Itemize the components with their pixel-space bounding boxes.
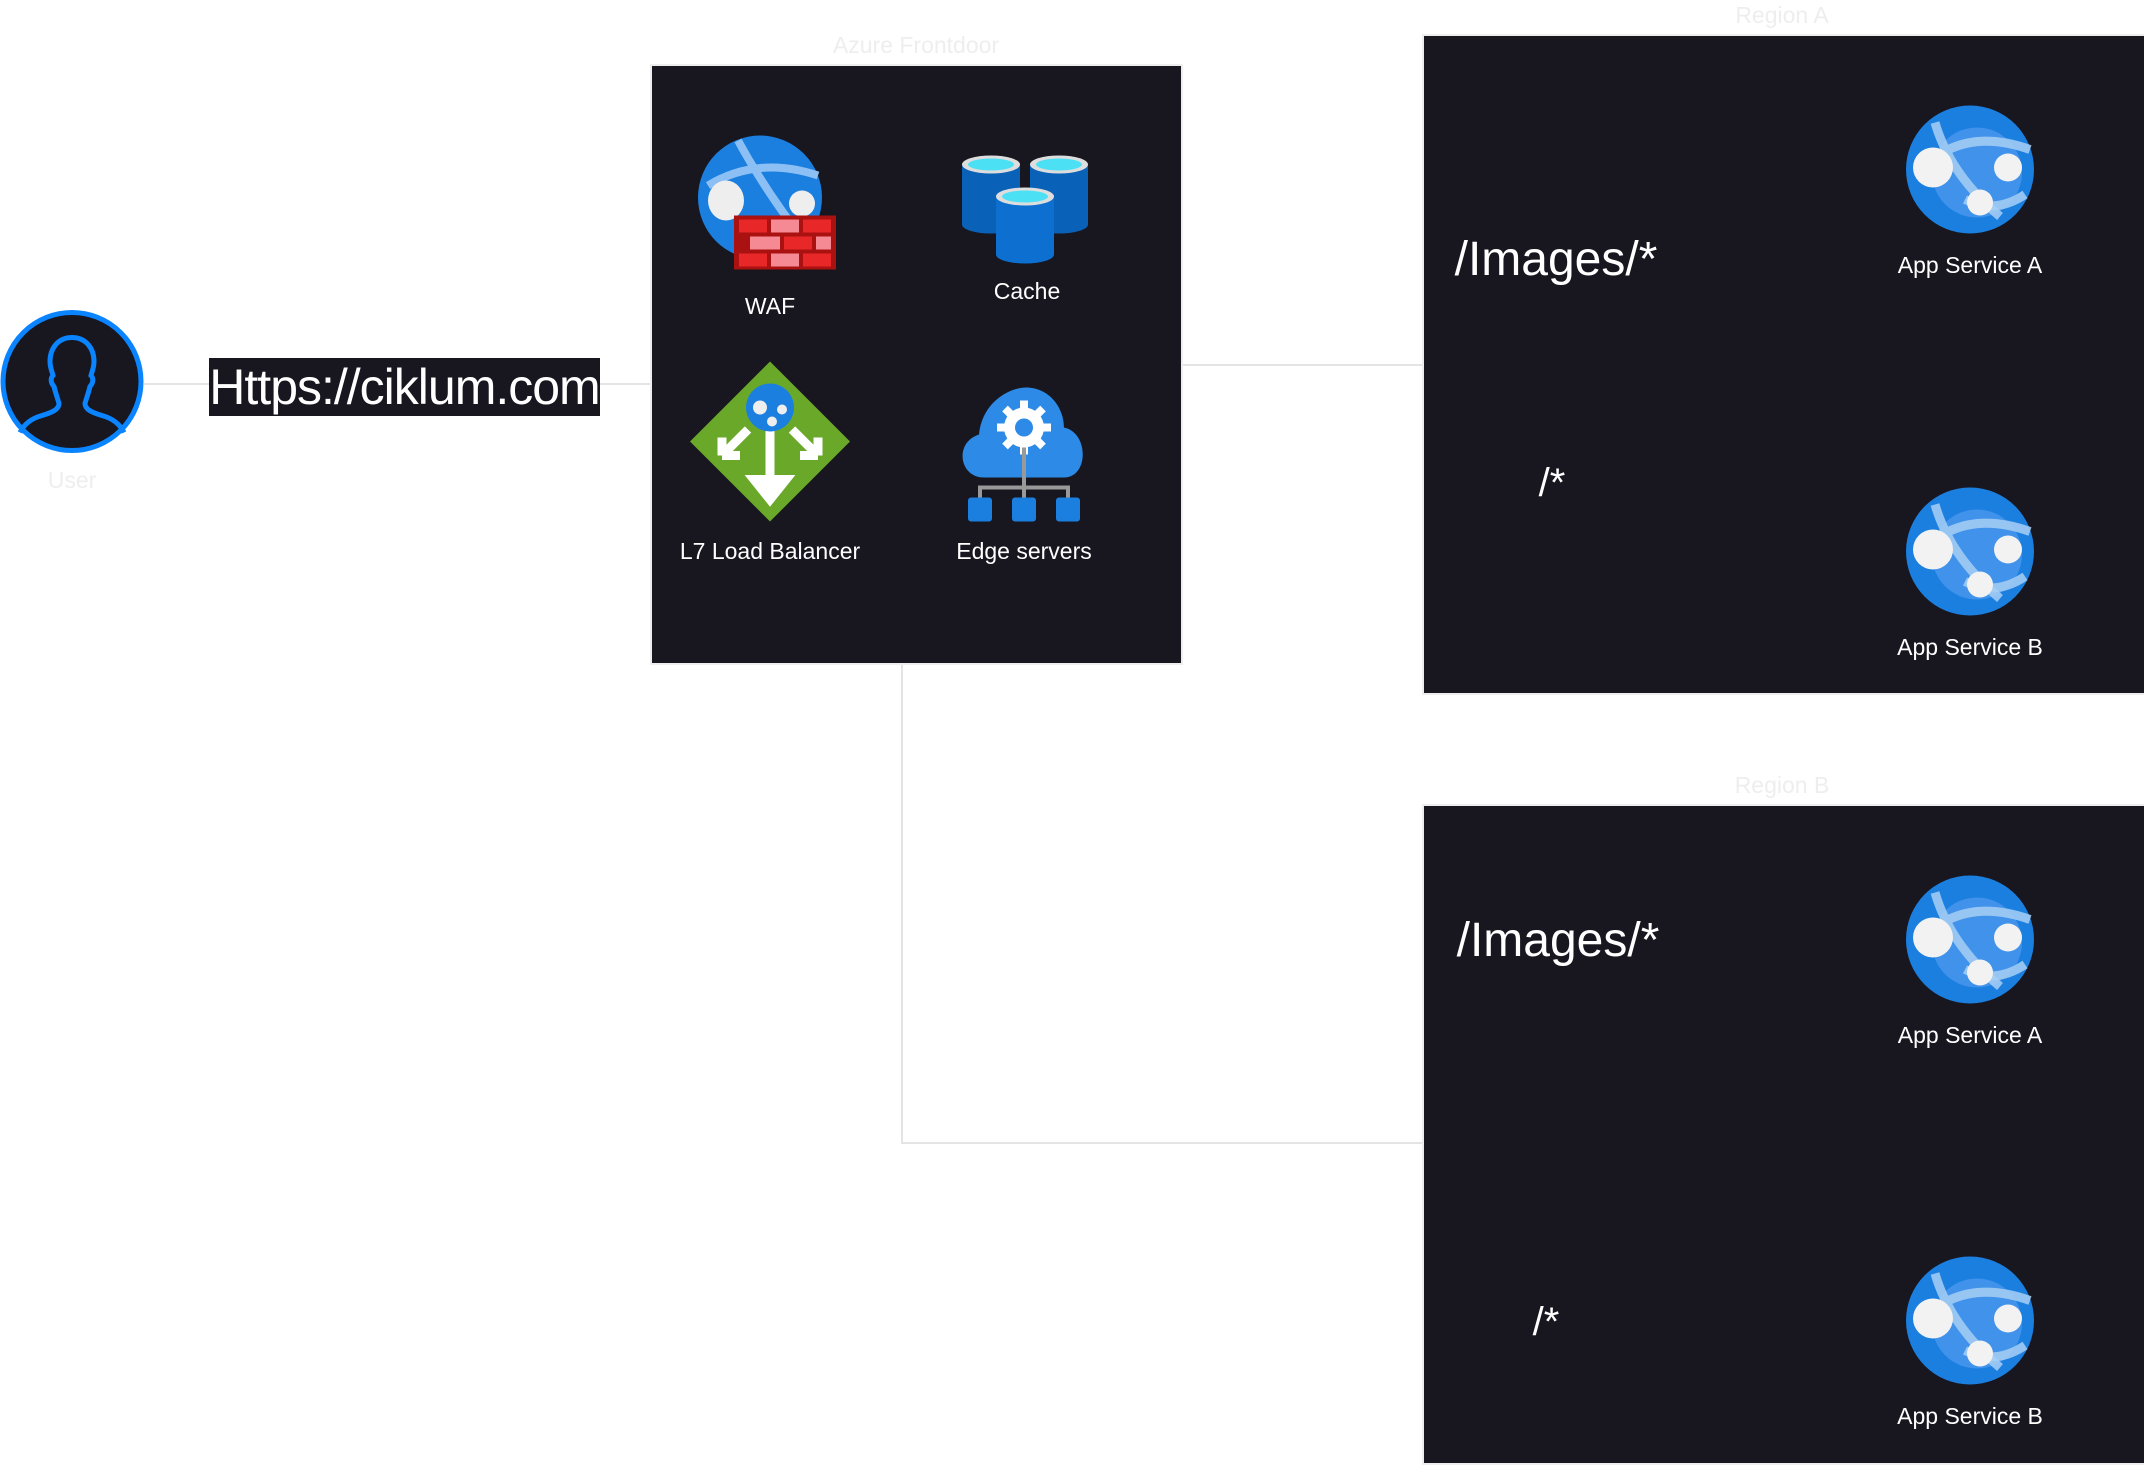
- user-node[interactable]: [0, 310, 144, 459]
- region-a-app-service-b[interactable]: [1905, 487, 2035, 622]
- edge-servers-node[interactable]: [954, 383, 1094, 528]
- region-a-app-service-a-label: App Service A: [1897, 252, 2043, 278]
- edge-servers-icon: [962, 387, 1083, 522]
- region-b-container[interactable]: [1422, 804, 2144, 1465]
- region-b-app-service-a-label: App Service A: [1897, 1022, 2043, 1048]
- url-label: Https://ciklum.com: [209, 358, 601, 416]
- user-label: User: [47, 467, 97, 493]
- cache-label: Cache: [993, 278, 1061, 304]
- load-balancer-node[interactable]: [688, 360, 852, 529]
- edge-servers-label: Edge servers: [956, 538, 1092, 564]
- waf-label: WAF: [744, 293, 796, 319]
- load-balancer-icon: [690, 361, 850, 522]
- waf-node[interactable]: [698, 135, 838, 281]
- app-service-icon: [1906, 875, 2034, 1004]
- load-balancer-label: L7 Load Balancer: [679, 538, 861, 564]
- region-b-route-default: /*: [1532, 1300, 1560, 1344]
- region-b-title: Region B: [1734, 772, 1830, 798]
- region-b-route-images: /Images/*: [1456, 914, 1660, 967]
- region-b-app-service-b-label: App Service B: [1897, 1403, 2043, 1429]
- region-a-route-default: /*: [1538, 461, 1566, 505]
- region-a-app-service-a[interactable]: [1905, 105, 2035, 240]
- waf-icon: [698, 135, 836, 270]
- user-icon: [0, 310, 144, 453]
- app-service-icon: [1906, 105, 2034, 234]
- cache-node[interactable]: [960, 155, 1090, 270]
- app-service-icon: [1906, 487, 2034, 616]
- region-a-title: Region A: [1735, 2, 1829, 28]
- region-b-app-service-a[interactable]: [1905, 875, 2035, 1010]
- frontdoor-title: Azure Frontdoor: [832, 32, 1000, 58]
- region-a-app-service-b-label: App Service B: [1897, 634, 2043, 660]
- region-b-app-service-b[interactable]: [1905, 1256, 2035, 1391]
- cache-icon: [962, 155, 1088, 264]
- region-a-container[interactable]: [1422, 34, 2144, 695]
- region-a-route-images: /Images/*: [1454, 233, 1658, 286]
- app-service-icon: [1906, 1256, 2034, 1385]
